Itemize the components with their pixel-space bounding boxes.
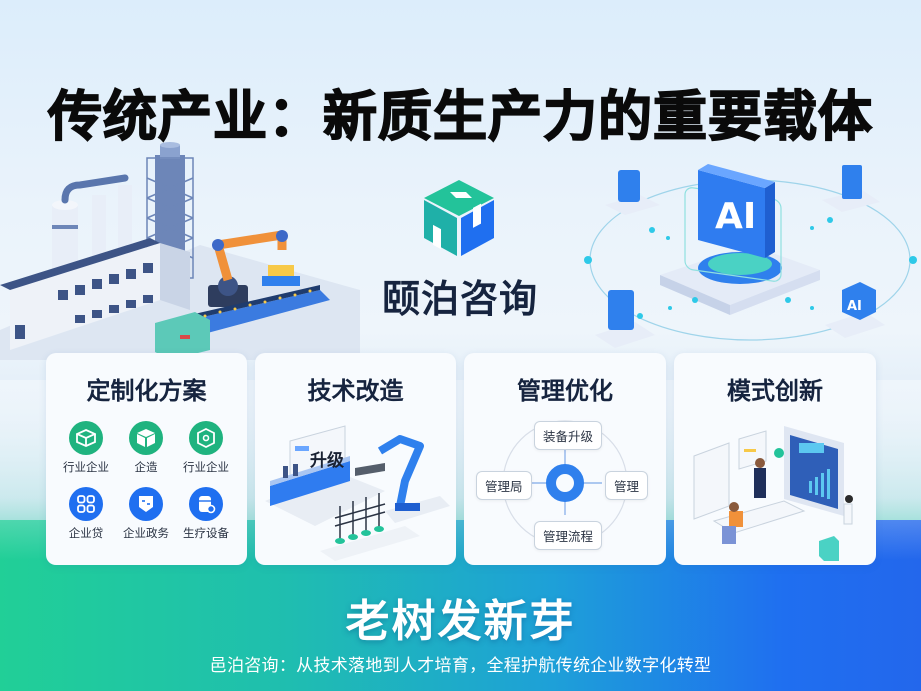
node-equipment-upgrade: 装备升级 xyxy=(534,421,603,450)
hexagon-gear-icon xyxy=(189,421,223,455)
grid-apps-icon xyxy=(69,487,103,521)
office-team-dashboard-illustration xyxy=(693,426,853,561)
donut-ring-icon xyxy=(546,464,584,502)
card-title: 技术改造 xyxy=(307,377,404,405)
icon-item-manufacture[interactable]: 企造 xyxy=(116,421,176,475)
node-management-process: 管理流程 xyxy=(534,521,603,550)
box-open-icon xyxy=(69,421,103,455)
tagline: 邑泊咨询：从技术落地到人才培育，全程护航传统企业数字化转型 xyxy=(209,656,712,676)
ai-main-text: AI xyxy=(715,196,756,237)
device-cylinder-icon xyxy=(189,487,223,521)
card-title: 模式创新 xyxy=(727,377,823,405)
icon-item-industry-enterprise[interactable]: 行业企业 xyxy=(56,421,116,475)
slogan: 老树发新芽 xyxy=(345,596,576,647)
card-tech-transformation[interactable]: 技术改造 升级 xyxy=(255,353,456,565)
svg-text:AI: AI xyxy=(847,299,862,314)
card-model-innovation[interactable]: 模式创新 xyxy=(674,353,876,565)
face-chat-icon xyxy=(129,487,163,521)
icon-item-medical-equipment[interactable]: 生疗设备 xyxy=(176,487,236,541)
card-custom-solution[interactable]: 定制化方案 行业企业 企造 行业企业 企业贷 xyxy=(46,353,247,565)
card-management-optimization[interactable]: 管理优化 装备升级 管理局 管理 管理流程 xyxy=(464,353,666,565)
upgrade-label: 升级 xyxy=(310,450,344,471)
icon-item-industry-enterprise-2[interactable]: 行业企业 xyxy=(176,421,236,475)
ai-network-illustration: AI AI xyxy=(584,164,917,348)
brand-name: 颐泊咨询 xyxy=(381,277,538,321)
factory-robot-arm-illustration xyxy=(0,142,360,360)
card-title: 管理优化 xyxy=(517,377,613,405)
node-management-bureau: 管理局 xyxy=(476,471,532,500)
cube-logo-icon xyxy=(424,180,494,256)
node-management: 管理 xyxy=(605,471,649,500)
cube-icon xyxy=(129,421,163,455)
page-title: 传统产业：新质生产力的重要载体 xyxy=(47,84,873,149)
icon-item-enterprise-affairs[interactable]: 企业政务 xyxy=(116,487,176,541)
production-line-upgrade-illustration: 升级 xyxy=(265,425,450,561)
icon-item-enterprise-loan[interactable]: 企业贷 xyxy=(56,487,116,541)
card-title: 定制化方案 xyxy=(86,377,207,405)
